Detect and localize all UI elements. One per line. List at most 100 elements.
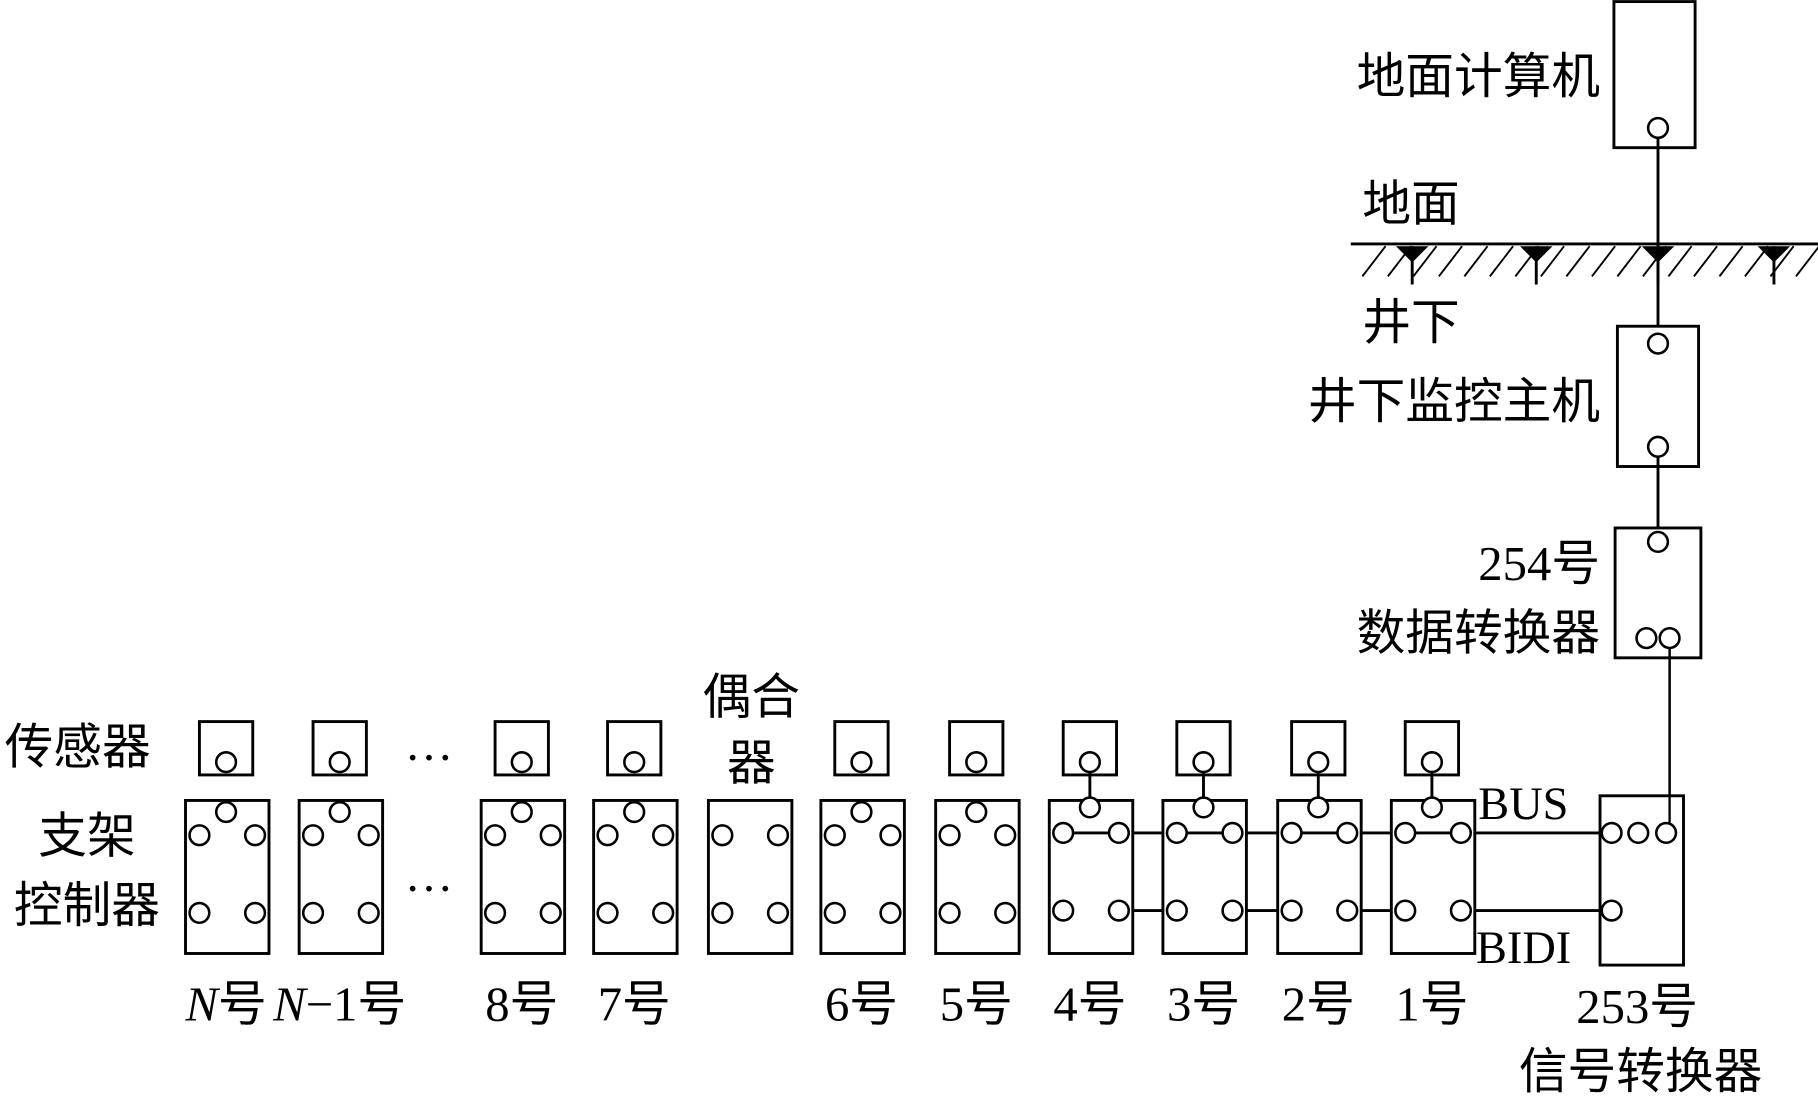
port-icon — [596, 824, 619, 847]
sensor — [311, 720, 368, 777]
port-icon — [214, 800, 238, 824]
port-icon — [1078, 751, 1102, 774]
port-icon — [510, 751, 533, 774]
port-icon — [1307, 796, 1330, 819]
coupler — [706, 798, 794, 955]
port-icon — [510, 800, 533, 824]
controller-number-label: 7号 — [598, 978, 671, 1032]
port-icon — [1192, 751, 1215, 774]
sensor — [493, 720, 550, 777]
port-icon — [1280, 899, 1303, 922]
support-controller: 8号 — [479, 720, 567, 1032]
data-converter-number: 254号 — [1478, 537, 1600, 591]
controller-number-label: 2号 — [1282, 978, 1355, 1032]
port-icon — [188, 824, 211, 847]
signal-converter-number: 253号 — [1576, 980, 1698, 1034]
monitor-host-label: 井下监控主机 — [1308, 375, 1600, 429]
ground-anchor-icon — [1641, 246, 1675, 285]
port-icon — [965, 751, 988, 774]
port-icon — [879, 901, 902, 925]
ground-label: 地面 — [1362, 178, 1459, 232]
ground-surface — [1350, 242, 1818, 285]
port-icon — [301, 901, 325, 925]
sensor — [197, 720, 255, 777]
support-controller: N号 — [184, 720, 271, 1032]
sensor — [833, 720, 890, 777]
support-controller: 5号 — [934, 720, 1021, 1032]
sensor — [1290, 720, 1347, 810]
port-icon — [879, 824, 902, 847]
port-icon — [1646, 332, 1670, 355]
controller-number-label: N号 — [185, 978, 267, 1032]
port-icon — [301, 824, 325, 847]
port-icon — [1646, 530, 1670, 554]
port-icon — [1165, 899, 1188, 922]
coupler-label-line2: 器 — [727, 737, 776, 791]
port-icon — [214, 751, 238, 774]
port-icon — [994, 824, 1017, 847]
controller-number-label: 4号 — [1053, 978, 1126, 1032]
port-icon — [994, 901, 1017, 925]
controller-number-label: 6号 — [825, 978, 898, 1032]
port-icon — [1646, 435, 1670, 458]
port-icon — [1420, 751, 1444, 774]
port-icon — [1336, 821, 1359, 845]
ground-anchor-icon — [1520, 246, 1553, 285]
signal-converter-253 — [1598, 647, 1685, 967]
port-icon — [652, 901, 675, 925]
port-icon — [823, 824, 846, 847]
support-controller: 2号 — [1276, 720, 1363, 1032]
port-icon — [1449, 899, 1473, 922]
port-icon — [1165, 821, 1188, 845]
port-icon — [483, 824, 507, 847]
controller-number-label: 8号 — [485, 978, 558, 1032]
bus-label: BUS — [1478, 779, 1568, 830]
port-icon — [850, 800, 873, 824]
port-icon — [1280, 821, 1303, 845]
port-icon — [823, 901, 846, 925]
bidi-label: BIDI — [1476, 923, 1571, 974]
port-icon — [357, 824, 380, 847]
port-icon — [1394, 899, 1417, 922]
port-icon — [1600, 899, 1623, 922]
port-icon — [965, 800, 988, 824]
port-icon — [850, 751, 873, 774]
port-icon — [243, 824, 267, 847]
port-icon — [539, 824, 562, 847]
underground-label: 井下 — [1362, 296, 1459, 350]
port-icon — [1107, 821, 1130, 845]
port-icon — [1307, 751, 1330, 774]
port-icon — [188, 901, 211, 925]
sensor — [606, 720, 663, 777]
port-icon — [1221, 899, 1244, 922]
port-icon — [1658, 626, 1681, 650]
support-controller: 1号 — [1389, 720, 1477, 1032]
support-label-line2: 控制器 — [14, 879, 160, 933]
coupler-label-line1: 偶合 — [703, 670, 800, 724]
data-converter-label: 数据转换器 — [1357, 607, 1600, 661]
support-controller: 4号 — [1047, 720, 1135, 1032]
ground-anchor-icon — [1395, 246, 1429, 285]
port-icon — [328, 751, 351, 774]
port-icon — [1394, 821, 1417, 845]
port-icon — [1221, 821, 1244, 845]
port-icon — [711, 901, 734, 925]
sensor-ellipsis: … — [405, 717, 454, 771]
port-icon — [1052, 899, 1075, 922]
ground-computer-label: 地面计算机 — [1357, 50, 1600, 104]
port-icon — [357, 901, 380, 925]
controller-number-label: 1号 — [1395, 978, 1468, 1032]
support-label-line1: 支架 — [38, 810, 135, 864]
port-icon — [596, 901, 619, 925]
support-controller: 6号 — [819, 720, 906, 1032]
port-icon — [1646, 116, 1670, 140]
port-icon — [766, 824, 790, 847]
support-controller: 3号 — [1161, 720, 1248, 1032]
ground-computer — [1612, 0, 1697, 335]
port-icon — [623, 800, 646, 824]
port-icon — [766, 901, 790, 925]
signal-converter-label: 信号转换器 — [1519, 1045, 1762, 1099]
port-icon — [1192, 796, 1215, 819]
